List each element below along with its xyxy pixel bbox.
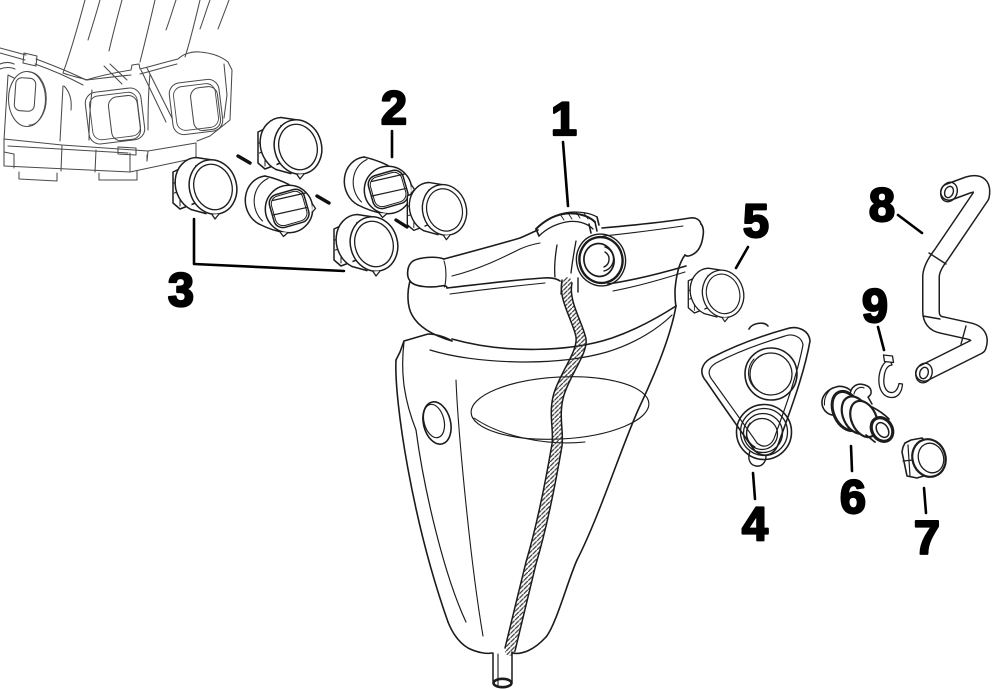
svg-text:9: 9 [862, 279, 888, 332]
svg-text:2: 2 [381, 81, 407, 134]
svg-text:3: 3 [168, 263, 194, 316]
svg-text:5: 5 [743, 194, 769, 247]
svg-text:1: 1 [551, 92, 577, 145]
svg-text:8: 8 [869, 178, 895, 231]
svg-text:4: 4 [742, 497, 768, 550]
svg-text:6: 6 [840, 470, 866, 523]
svg-text:7: 7 [914, 511, 940, 564]
